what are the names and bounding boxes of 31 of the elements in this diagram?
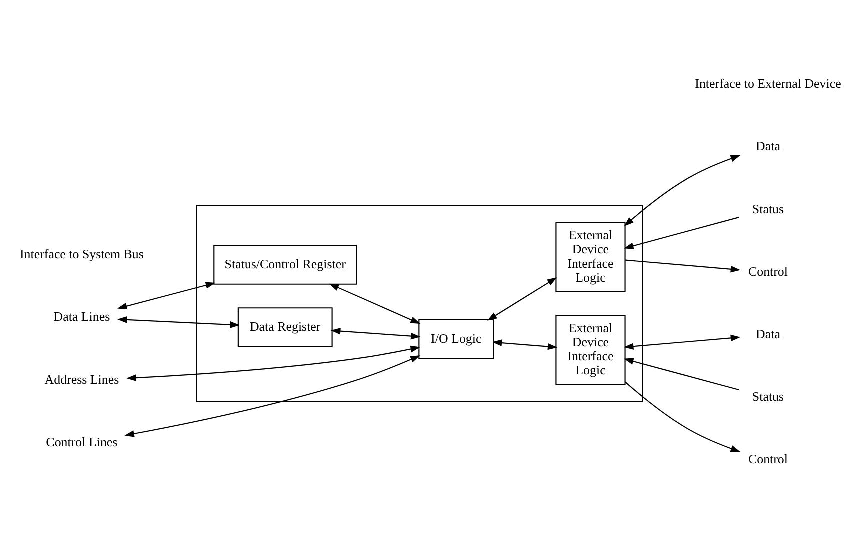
cluster xyxy=(196,205,644,403)
node-text: Control Lines xyxy=(46,434,118,450)
node-text: Control xyxy=(748,452,788,467)
arrow xyxy=(624,155,741,226)
arrow xyxy=(329,284,420,324)
arrow xyxy=(117,282,216,310)
arrow xyxy=(487,278,558,321)
node-box: Data Register xyxy=(238,308,333,348)
node-box: Status/Control Register xyxy=(214,244,358,285)
node-box: I/O Logic xyxy=(418,319,494,360)
arrow xyxy=(117,316,240,328)
arrow xyxy=(624,334,741,350)
arrow xyxy=(124,356,420,438)
node-text: Data Lines xyxy=(54,309,110,324)
node-box: External Device Interface Logic xyxy=(556,222,626,292)
node-text: Data xyxy=(756,138,780,154)
arrow xyxy=(492,340,558,350)
node-text: Address Lines xyxy=(44,372,120,387)
arrow xyxy=(626,260,741,273)
node-text: Status xyxy=(752,389,784,404)
arrow xyxy=(624,217,740,250)
arrow xyxy=(126,346,420,382)
node-box: External Device Interface Logic xyxy=(556,315,626,386)
arrow xyxy=(625,382,741,452)
node-text: Data xyxy=(756,326,780,342)
label: Interface to External Device xyxy=(695,76,842,92)
arrow xyxy=(330,328,421,340)
arrow xyxy=(624,358,740,391)
node-text: Control xyxy=(748,264,788,279)
label: Interface to System Bus xyxy=(20,246,144,262)
node-text: Status xyxy=(752,201,784,216)
